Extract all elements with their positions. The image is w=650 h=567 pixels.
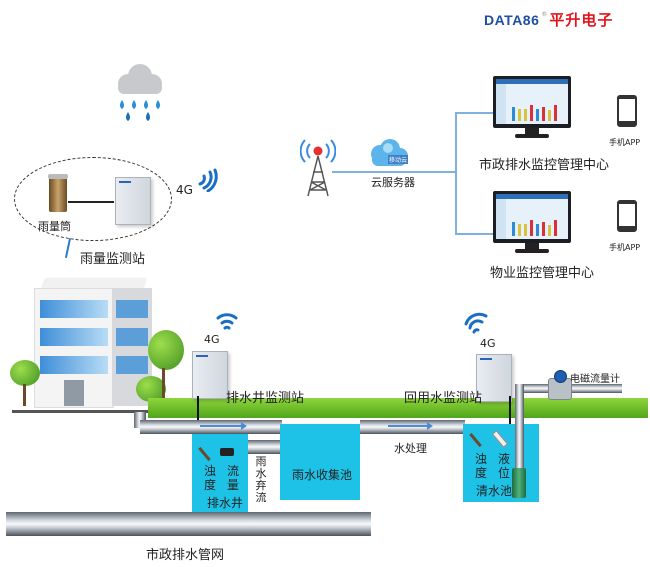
tree-icon <box>10 360 40 386</box>
flow-arrow-icon <box>200 422 247 430</box>
tree-trunk <box>23 384 26 406</box>
tree-icon <box>136 376 166 402</box>
wifi-signal-icon <box>196 168 218 196</box>
municipal-pipe-label: 市政排水管网 <box>146 548 225 563</box>
ground-line <box>12 410 152 413</box>
tree-icon <box>148 330 184 370</box>
branch-line-property <box>455 233 493 235</box>
flow-sensor-icon <box>220 448 234 456</box>
clear-pool-label: 清水池 <box>476 484 513 498</box>
rain-station-label: 雨量监测站 <box>80 252 146 267</box>
treatment-pipe <box>360 420 465 434</box>
cloud-badge: 移动云 <box>388 155 409 164</box>
property-phone-app-label: 手机APP <box>609 243 641 252</box>
reuse-station-cabinet <box>476 354 512 402</box>
rain-discard-label: 雨水弃流 <box>255 455 267 504</box>
rain-cloud-icon <box>108 62 168 132</box>
electromagnetic-flowmeter-icon <box>548 370 572 400</box>
flow-arrow-icon <box>388 422 433 430</box>
tower-to-cloud-line <box>332 171 456 173</box>
drain-turbidity-label: 浊度 <box>203 464 216 492</box>
branch-line-municipal <box>455 112 493 114</box>
cloud-server-icon: 移动云 <box>366 138 410 168</box>
drain-inflow-pipe <box>140 420 282 434</box>
brand-logo: DATA86 ® 平升电子 <box>484 10 613 30</box>
grass-band <box>148 398 648 418</box>
rain-gauge-label: 雨量筒 <box>38 220 71 233</box>
tree-trunk <box>162 368 165 404</box>
property-center-monitor-icon <box>493 191 571 255</box>
reuse-riser-pipe-lower <box>515 424 524 468</box>
registered-mark: ® <box>541 11 548 18</box>
drain-station-label: 排水井监测站 <box>226 391 305 406</box>
treatment-label: 水处理 <box>394 442 427 455</box>
rain-collection-pool <box>280 424 360 500</box>
signal-tower-icon <box>299 134 337 202</box>
municipal-center-label: 市政排水监控管理中心 <box>479 158 610 173</box>
drain-4g-label: 4G <box>204 333 220 346</box>
drain-station-cabinet <box>192 351 228 399</box>
municipal-drain-pipe <box>6 512 371 536</box>
municipal-phone-app-icon <box>617 95 637 127</box>
reuse-sensor-cable <box>509 396 511 444</box>
rain-gauge-link <box>68 201 114 203</box>
drain-well-label: 排水井 <box>207 496 244 510</box>
company-name: 平升电子 <box>549 11 614 29</box>
rain-4g-label: 4G <box>176 183 193 197</box>
rain-pool-label: 雨水收集池 <box>292 468 353 482</box>
municipal-phone-app-label: 手机APP <box>609 138 641 147</box>
logo-text: DATA86 <box>484 12 540 28</box>
drain-flow-label: 流量 <box>226 464 239 492</box>
office-building-icon <box>34 270 164 410</box>
property-center-label: 物业监控管理中心 <box>490 266 595 281</box>
reuse-riser-pipe <box>515 384 524 456</box>
wifi-signal-icon <box>214 310 240 336</box>
drain-sensor-cable <box>197 396 199 442</box>
property-phone-app-icon <box>617 200 637 232</box>
cloud-server-label: 云服务器 <box>371 176 415 189</box>
wifi-signal-icon <box>462 312 492 338</box>
reuse-station-label: 回用水监测站 <box>404 391 483 406</box>
rain-station-group <box>14 157 172 241</box>
reuse-4g-label: 4G <box>480 337 496 350</box>
branch-vertical-line <box>455 112 457 234</box>
rain-gauge-icon <box>48 174 68 212</box>
reuse-level-label: 液位 <box>497 452 510 480</box>
water-pump-icon <box>512 468 526 498</box>
rain-station-cabinet <box>115 177 151 225</box>
reuse-turbidity-label: 浊度 <box>474 452 487 480</box>
discard-pipe <box>248 440 280 454</box>
rain-uplink-arrow-icon <box>64 238 72 258</box>
flowmeter-label: 电磁流量计 <box>570 374 620 385</box>
municipal-center-monitor-icon <box>493 76 571 140</box>
